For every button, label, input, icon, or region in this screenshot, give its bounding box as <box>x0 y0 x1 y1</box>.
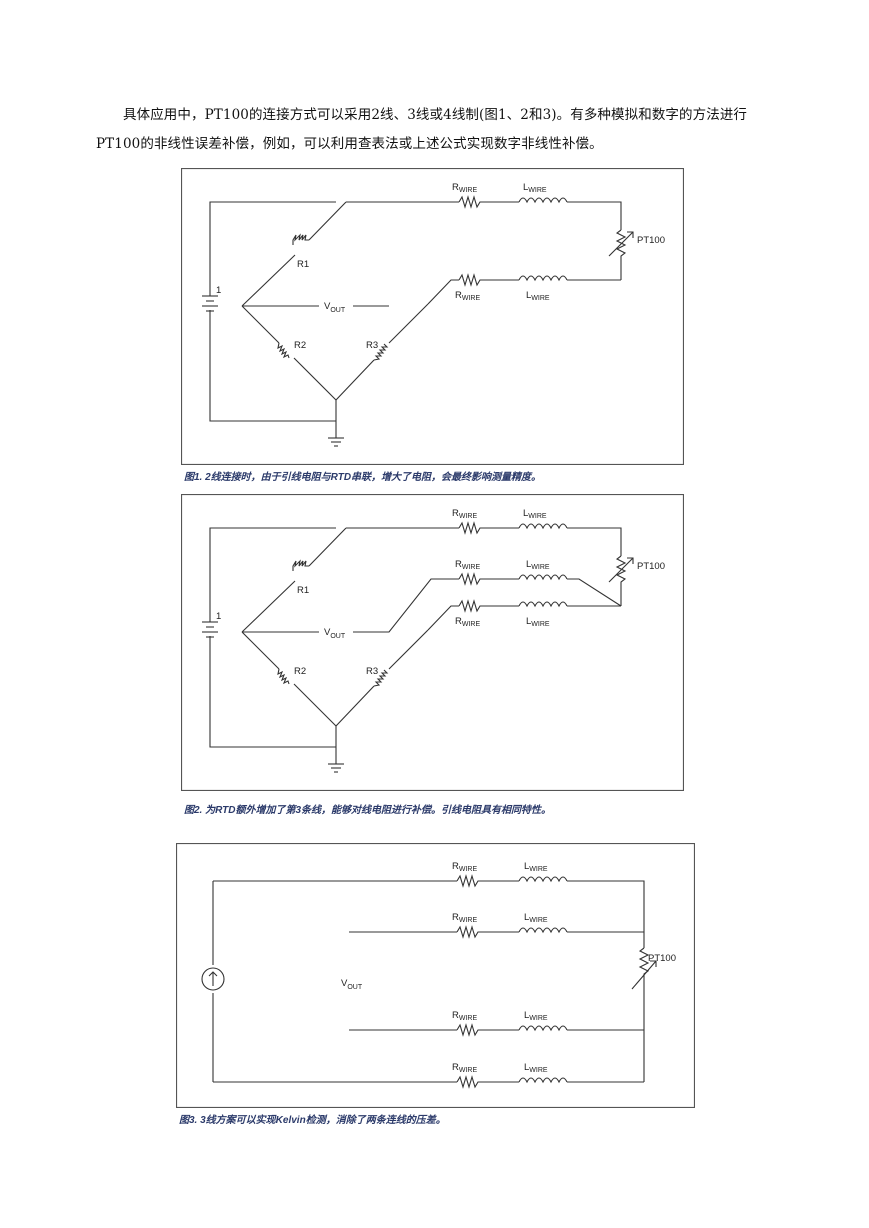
figure-2-caption: 图2. 为RTD额外增加了第3条线，能够对线电阻进行补偿。引线电阻具有相同特性。 <box>184 805 552 816</box>
svg-text:RWIRE: RWIRE <box>455 559 480 571</box>
pt100-arrow <box>608 231 634 257</box>
r1-label: R1 <box>297 259 309 270</box>
svg-text:1: 1 <box>216 611 221 622</box>
r2-resistor <box>277 342 290 359</box>
lwire-inductor-top <box>518 197 568 204</box>
figure-2-three-wire-circuit: 1 R1 R2 R3 VOUT RWIRE LWIRE PT100 RWIRE … <box>181 494 684 791</box>
svg-text:LWIRE: LWIRE <box>526 559 550 571</box>
svg-text:VOUT: VOUT <box>341 978 363 991</box>
svg-text:LWIRE: LWIRE <box>524 912 548 924</box>
current-source <box>201 967 225 991</box>
svg-text:VOUT: VOUT <box>324 627 346 640</box>
rwire-resistor-bottom <box>458 273 519 287</box>
lwire-inductor-bottom <box>518 275 568 282</box>
svg-text:LWIRE: LWIRE <box>524 1010 548 1022</box>
figure-3-caption: 图3. 3线方案可以实现Kelvin检测，消除了两条连线的压差。 <box>179 1115 446 1126</box>
pt100-sensor <box>638 947 650 1082</box>
ground-symbol <box>328 763 344 773</box>
r1-resistor <box>292 233 309 245</box>
lwire-inductor-middle <box>518 574 568 581</box>
r1-resistor <box>292 559 309 571</box>
svg-text:RWIRE: RWIRE <box>452 508 477 520</box>
r3-resistor <box>373 343 389 361</box>
svg-text:LWIRE: LWIRE <box>523 182 547 194</box>
svg-text:RWIRE: RWIRE <box>452 1062 477 1074</box>
svg-text:LWIRE: LWIRE <box>524 861 548 873</box>
source-1 <box>202 295 218 312</box>
svg-text:RWIRE: RWIRE <box>452 861 477 873</box>
vout-label: VOUT <box>324 301 346 314</box>
svg-text:PT100: PT100 <box>648 953 676 964</box>
svg-text:R2: R2 <box>294 666 306 677</box>
ground-symbol <box>328 437 344 447</box>
figure-1-caption: 图1. 2线连接时，由于引线电阻与RTD串联，增大了电阻，会最终影响测量精度。 <box>184 472 542 483</box>
body-paragraph: 具体应用中，PT100的连接方式可以采用2线、3线或4线制(图1、2和3)。有多… <box>96 107 748 152</box>
rwire-resistor-middle <box>458 572 519 586</box>
r2-resistor <box>277 668 290 685</box>
svg-text:PT100: PT100 <box>637 561 665 572</box>
svg-text:LWIRE: LWIRE <box>526 290 550 302</box>
svg-text:RWIRE: RWIRE <box>455 290 480 302</box>
svg-text:RWIRE: RWIRE <box>452 1010 477 1022</box>
source-2 <box>202 621 218 638</box>
r3-resistor <box>373 669 389 687</box>
rwire-resistor-top <box>458 195 519 209</box>
svg-text:LWIRE: LWIRE <box>523 508 547 520</box>
figure-1-two-wire-circuit: 1 R1 R2 R3 VOUT RWIRE LWIRE PT100 RWIRE … <box>181 168 684 465</box>
svg-text:R3: R3 <box>366 666 378 677</box>
figure-3-kelvin-circuit: RWIRE LWIRE RWIRE LWIRE PT100 VOUT RWIRE… <box>176 843 695 1108</box>
svg-text:RWIRE: RWIRE <box>455 616 480 628</box>
source-label: 1 <box>216 285 221 296</box>
svg-text:RWIRE: RWIRE <box>452 912 477 924</box>
r2-label: R2 <box>294 340 306 351</box>
svg-text:LWIRE: LWIRE <box>524 1062 548 1074</box>
svg-text:RWIRE: RWIRE <box>452 182 477 194</box>
pt100-sensor <box>615 229 627 280</box>
r3-label: R3 <box>366 340 378 351</box>
svg-text:R1: R1 <box>297 585 309 596</box>
svg-text:LWIRE: LWIRE <box>526 616 550 628</box>
pt100-sensor <box>615 555 627 606</box>
pt100-label: PT100 <box>637 235 665 246</box>
